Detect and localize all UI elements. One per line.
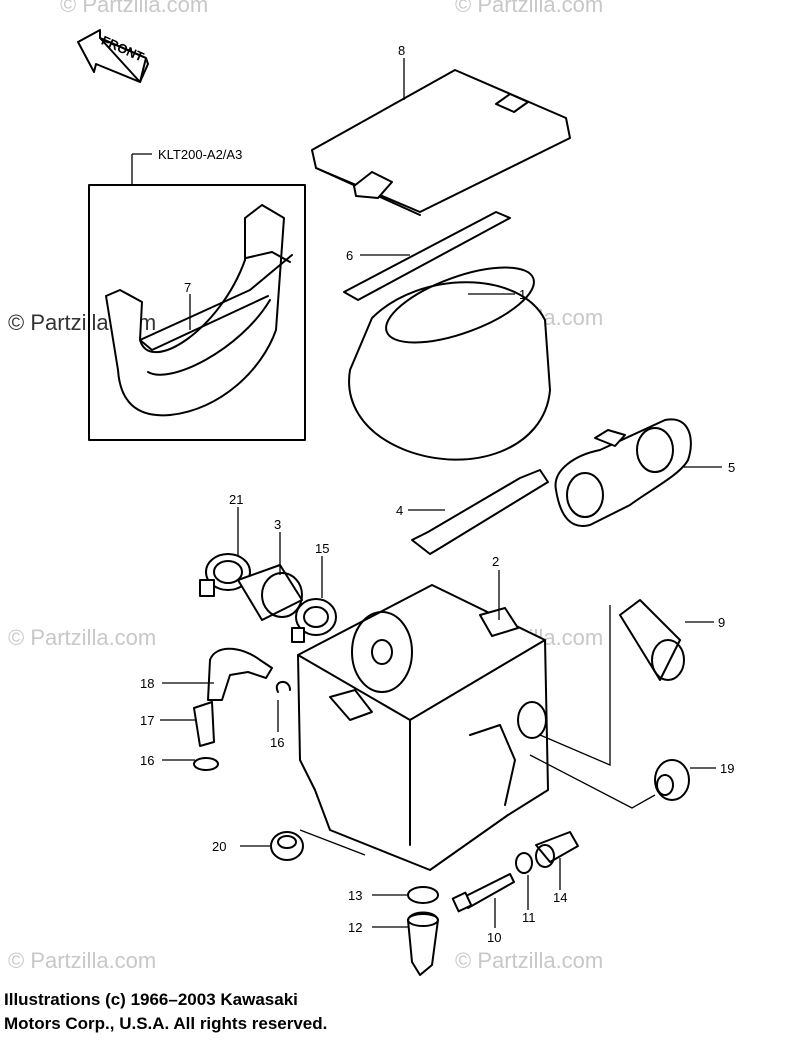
callout-10: 10 bbox=[487, 930, 501, 945]
callout-7: 7 bbox=[184, 280, 191, 295]
callout-15: 15 bbox=[315, 541, 329, 556]
callout-5: 5 bbox=[728, 460, 735, 475]
callout-13: 13 bbox=[348, 888, 362, 903]
callout-17: 17 bbox=[140, 713, 154, 728]
callout-4: 4 bbox=[396, 503, 403, 518]
callout-6: 6 bbox=[346, 248, 353, 263]
callout-14: 14 bbox=[553, 890, 567, 905]
callout-2: 2 bbox=[492, 554, 499, 569]
callout-20: 20 bbox=[212, 839, 226, 854]
part-19-grommet: 19 bbox=[529, 754, 734, 809]
variant-label: KLT200-A2/A3 bbox=[158, 147, 242, 162]
part-5-plate: 5 bbox=[554, 418, 735, 527]
part-8-cover: 8 bbox=[311, 43, 571, 216]
callout-16: 16 bbox=[140, 753, 154, 768]
callout-18: 18 bbox=[140, 676, 154, 691]
part-4-bracket: 4 bbox=[396, 469, 549, 555]
watermark: © Partzilla.com bbox=[8, 948, 156, 973]
part-11-washer: 11 bbox=[515, 852, 536, 925]
part-2-housing: 2 bbox=[297, 554, 549, 871]
callout-9: 9 bbox=[718, 615, 725, 630]
part-16-clip: 16 bbox=[140, 753, 219, 771]
watermark: © Partzilla.com bbox=[8, 625, 156, 650]
callout-19: 19 bbox=[720, 761, 734, 776]
watermark: © Partzilla.com bbox=[455, 948, 603, 973]
part-6-strip: 6 bbox=[343, 211, 511, 301]
part-18-hose: 18 bbox=[140, 647, 273, 701]
part-13-o-ring: 13 bbox=[348, 886, 439, 904]
callout-3: 3 bbox=[274, 517, 281, 532]
part-15-clamp: 15 bbox=[291, 541, 337, 643]
copyright-line: Motors Corp., U.S.A. All rights reserved… bbox=[4, 1014, 328, 1033]
part-7-bracket bbox=[105, 204, 293, 417]
watermark: © Partzilla.com bbox=[455, 0, 603, 17]
callout-1: 1 bbox=[519, 287, 526, 302]
variant-inset-box: KLT200-A2/A3 7 bbox=[88, 147, 306, 441]
copyright-line: Illustrations (c) 1966–2003 Kawasaki bbox=[4, 990, 298, 1009]
front-arrow-icon: FRONT bbox=[77, 29, 149, 83]
part-12-drain: 12 bbox=[348, 911, 439, 976]
part-9-duct: 9 bbox=[539, 599, 725, 766]
part-1-filter-element: 1 bbox=[348, 266, 551, 461]
callout-16: 16 bbox=[270, 735, 284, 750]
part-20-grommet: 20 bbox=[212, 829, 366, 861]
callout-8: 8 bbox=[398, 43, 405, 58]
part-10-bolt: 10 bbox=[451, 873, 515, 945]
callout-12: 12 bbox=[348, 920, 362, 935]
watermark: © Partzilla.com bbox=[60, 0, 208, 17]
copyright-notice: Illustrations (c) 1966–2003 Kawasaki Mot… bbox=[4, 988, 564, 1036]
part-3-hose: 3 bbox=[237, 517, 303, 621]
callout-21: 21 bbox=[229, 492, 243, 507]
part-16-clip: 16 bbox=[270, 681, 291, 750]
part-17-tube: 17 bbox=[140, 701, 215, 747]
part-14-collar: 14 bbox=[535, 831, 579, 905]
callout-11: 11 bbox=[522, 910, 536, 925]
